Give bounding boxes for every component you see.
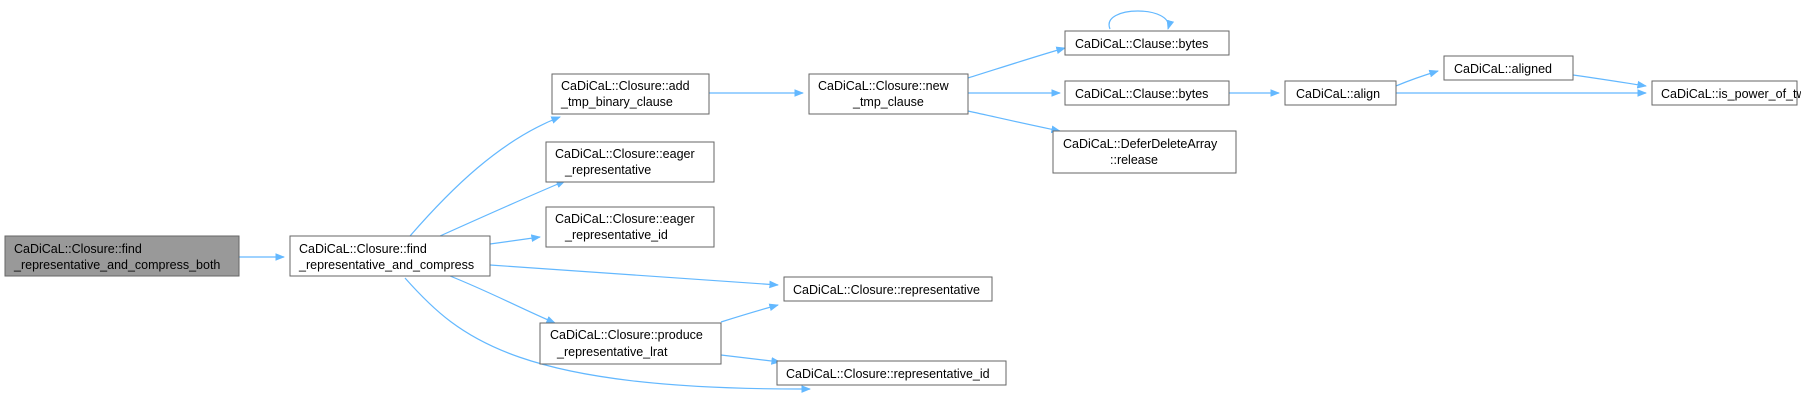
node-label-line: _representative_id <box>564 228 668 242</box>
edge-find-compress-to-add-tmp-binary <box>409 116 561 237</box>
node-label-line: CaDiCaL::align <box>1296 87 1380 101</box>
node-representative[interactable]: CaDiCaL::Closure::representative <box>783 276 993 302</box>
node-new-tmp-clause[interactable]: CaDiCaL::Closure::new _tmp_clause <box>808 73 969 115</box>
node-add-tmp-binary-clause[interactable]: CaDiCaL::Closure::add _tmp_binary_clause <box>551 73 710 115</box>
node-aligned[interactable]: CaDiCaL::aligned <box>1443 55 1574 81</box>
node-label-line: CaDiCaL::Closure::new <box>818 79 950 93</box>
node-label-line: CaDiCaL::Closure::eager <box>555 212 695 226</box>
node-defer-delete-array-release[interactable]: CaDiCaL::DeferDeleteArray ::release <box>1052 130 1237 174</box>
edge-find-compress-to-representative-id <box>404 277 811 393</box>
node-label-line: CaDiCaL::aligned <box>1454 62 1552 76</box>
edge-clause-bytes-1-self <box>1108 10 1175 30</box>
edges <box>239 10 1647 393</box>
node-produce-representative-lrat[interactable]: CaDiCaL::Closure::produce _representativ… <box>539 322 722 365</box>
node-label-line: _representative_and_compress <box>298 258 474 272</box>
node-label-line: CaDiCaL::Closure::add <box>561 79 690 93</box>
node-label-line: CaDiCaL::Closure::find <box>14 242 142 256</box>
edge-align-to-aligned <box>1395 69 1439 87</box>
node-label-line: CaDiCaL::Clause::bytes <box>1075 37 1208 51</box>
node-eager-representative-id[interactable]: CaDiCaL::Closure::eager _representative_… <box>545 206 715 248</box>
node-label-line: _tmp_clause <box>852 95 924 109</box>
node-label-line: CaDiCaL::Closure::find <box>299 242 427 256</box>
node-label-line: _representative_lrat <box>556 345 668 359</box>
edge-find-compress-to-eager-rep <box>439 180 566 237</box>
node-label-line: CaDiCaL::is_power_of_two <box>1661 87 1801 101</box>
node-label-line: CaDiCaL::Closure::representative_id <box>786 367 990 381</box>
node-label-line: _tmp_binary_clause <box>560 95 673 109</box>
node-representative-id[interactable]: CaDiCaL::Closure::representative_id <box>776 360 1007 386</box>
node-label-line: CaDiCaL::Closure::representative <box>793 283 980 297</box>
node-label-line: CaDiCaL::Clause::bytes <box>1075 87 1208 101</box>
edge-find-compress-to-eager-rep-id <box>489 234 541 245</box>
node-label-line: CaDiCaL::Closure::produce <box>550 328 703 342</box>
node-label-line: CaDiCaL::Closure::eager <box>555 147 695 161</box>
node-label-line: CaDiCaL::DeferDeleteArray <box>1063 137 1218 151</box>
node-label-line: ::release <box>1110 153 1158 167</box>
node-label-line: _representative_and_compress_both <box>13 258 220 272</box>
edge-find-compress-to-produce-lrat <box>449 275 556 324</box>
edge-produce-lrat-to-representative <box>720 303 779 323</box>
edge-new-tmp-clause-to-clause-bytes-1 <box>967 46 1066 79</box>
node-clause-bytes-middle[interactable]: CaDiCaL::Clause::bytes <box>1064 80 1230 106</box>
node-find-representative-and-compress[interactable]: CaDiCaL::Closure::find _representative_a… <box>289 235 491 277</box>
edge-produce-lrat-to-representative-id <box>720 354 781 365</box>
edge-aligned-to-is-power-of-two <box>1572 74 1647 89</box>
node-clause-bytes-top[interactable]: CaDiCaL::Clause::bytes <box>1064 30 1230 56</box>
node-label-line: _representative <box>564 163 651 177</box>
node-is-power-of-two[interactable]: CaDiCaL::is_power_of_two <box>1651 80 1801 106</box>
node-find-representative-and-compress-both[interactable]: CaDiCaL::Closure::find _representative_a… <box>4 235 240 277</box>
node-eager-representative[interactable]: CaDiCaL::Closure::eager _representative <box>545 141 715 183</box>
node-align[interactable]: CaDiCaL::align <box>1284 80 1397 106</box>
edge-find-compress-to-representative <box>489 264 779 289</box>
edge-new-tmp-clause-to-defer-release <box>967 110 1061 134</box>
